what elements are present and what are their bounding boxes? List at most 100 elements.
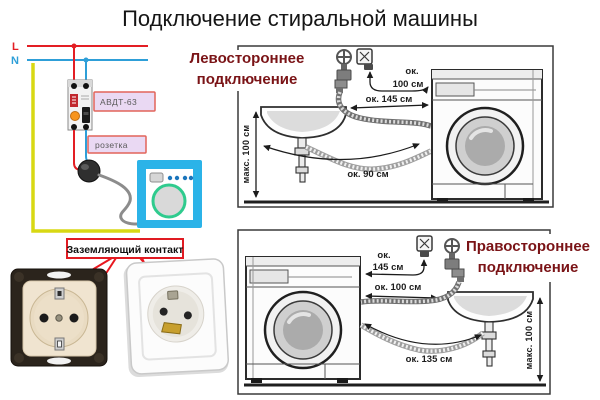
breaker-terminal xyxy=(83,124,89,130)
ground-contact-top xyxy=(167,290,179,300)
socket-mechanism-photo xyxy=(10,268,108,367)
breaker-test-button xyxy=(70,111,80,121)
grounding-label-box xyxy=(66,238,184,259)
sink-pipe-tip xyxy=(486,356,493,367)
power-cable xyxy=(97,173,139,226)
drain-distance-label: ок. 90 см xyxy=(347,169,388,180)
right-connection-panel: Правостороннее подключение ок. xyxy=(237,229,598,395)
frame-tab xyxy=(14,272,24,282)
tap-distance-label: ок. 100 см xyxy=(375,282,422,293)
center-screw xyxy=(55,314,63,322)
drain-distance-arrow xyxy=(364,323,482,345)
panel-title-bg xyxy=(460,234,598,282)
machine-icon-door xyxy=(151,183,187,219)
breaker-callout-label: АВДТ-63 xyxy=(100,97,137,107)
machine-icon-dot xyxy=(182,175,188,181)
breaker-callout-box xyxy=(93,91,156,112)
breaker-terminal xyxy=(71,124,77,130)
neutral-wire-label: N xyxy=(11,55,19,67)
drain-distance-label: ок. 135 см xyxy=(406,354,453,365)
socket-inner-frame xyxy=(138,272,217,361)
panel-title-line2: подключение xyxy=(197,71,298,88)
wall-socket-icon xyxy=(416,235,433,252)
grounding-section: Заземляющий контакт xyxy=(10,238,229,378)
socket-pin-hole xyxy=(69,313,79,323)
water-tap-icon xyxy=(444,238,465,282)
detergent-drawer xyxy=(249,269,289,284)
socket-distance-label-1: ок. xyxy=(377,250,390,261)
sink-pipe-tip xyxy=(299,172,306,183)
tap-distance-arrow xyxy=(365,292,438,302)
sink-tailpiece xyxy=(297,137,307,149)
ground-wire xyxy=(31,63,140,233)
power-plug-icon xyxy=(77,159,101,183)
panel-title-line1: Правостороннее xyxy=(466,238,590,255)
breaker-markings xyxy=(81,95,89,100)
max-height-label: макс. 100 см xyxy=(241,125,251,184)
plug-highlight xyxy=(81,164,89,170)
frame-tab xyxy=(94,353,104,363)
panel-title-bg xyxy=(186,50,312,91)
water-tap-icon xyxy=(334,49,352,93)
breaker-terminal xyxy=(83,83,89,89)
ground-contact-brass xyxy=(161,322,182,335)
drain-distance-arrow xyxy=(263,143,420,161)
left-connection-panel: Левостороннее подключение ок. 100 см ок.… xyxy=(186,45,554,208)
machine-icon-button xyxy=(149,172,164,183)
washing-machine-drawing xyxy=(245,256,361,383)
mounting-slot xyxy=(47,271,71,279)
neutral-junction-dot xyxy=(83,57,89,63)
frame-tab xyxy=(14,353,24,363)
machine-icon-dot xyxy=(167,175,173,181)
sink-tailpiece xyxy=(484,321,494,333)
plug-icon xyxy=(364,64,373,70)
socket-pin-hole xyxy=(39,313,49,323)
supply-hose xyxy=(335,90,432,129)
mounting-slot xyxy=(47,357,71,365)
socket-callout-box xyxy=(87,135,147,154)
washing-machine-drawing xyxy=(431,69,543,203)
sink-nut xyxy=(482,350,496,358)
tap-distance-arrow xyxy=(350,101,429,112)
machine-icon-dot xyxy=(174,175,180,181)
plug-icon xyxy=(420,251,429,257)
machine-foot xyxy=(251,378,262,383)
machine-foot xyxy=(337,378,348,383)
panel-title-line2: подключение xyxy=(478,259,579,276)
line-wire-label: L xyxy=(12,41,19,53)
breaker-top-cap xyxy=(68,80,92,87)
sink-drawing xyxy=(447,291,534,367)
panel-title-line1: Левостороннее xyxy=(190,50,305,67)
socket-distance-label-2: 145 см xyxy=(373,262,404,273)
socket-distance-label-2: 100 см xyxy=(393,79,424,90)
frame-tab xyxy=(94,272,104,282)
socket-distance-arrow xyxy=(365,259,428,278)
white-socket-photo xyxy=(123,258,229,378)
breaker-toggle-notch xyxy=(83,112,89,115)
washing-machine-icon xyxy=(137,160,202,228)
socket-pin-hole xyxy=(159,307,168,316)
drain-hose xyxy=(304,144,433,172)
detergent-drawer xyxy=(435,82,475,97)
breaker-brand-lines xyxy=(72,96,76,104)
socket-distance-arrow xyxy=(366,71,429,94)
ground-contact-slot xyxy=(57,291,62,296)
line-junction-dot xyxy=(71,43,77,49)
socket-pin-hole xyxy=(183,311,192,320)
page-title: Подключение стиральной машины xyxy=(122,6,478,31)
tap-distance-label: ок. 145 см xyxy=(366,94,413,105)
breaker-device xyxy=(67,79,93,131)
socket-callout-label: розетка xyxy=(95,140,128,150)
machine-icon-dot xyxy=(188,175,194,181)
sink-pipe xyxy=(485,338,493,352)
breaker-terminal xyxy=(71,83,77,89)
wiring-diagram: L N АВДТ-63 розетка xyxy=(11,41,202,233)
sink-nut xyxy=(295,166,309,174)
ground-contact-slot xyxy=(57,340,62,348)
grounding-label: Заземляющий контакт xyxy=(67,244,184,256)
wall-socket-icon xyxy=(356,48,373,65)
sink-drawing xyxy=(260,106,347,183)
max-height-label: макс. 100 см xyxy=(524,311,534,370)
